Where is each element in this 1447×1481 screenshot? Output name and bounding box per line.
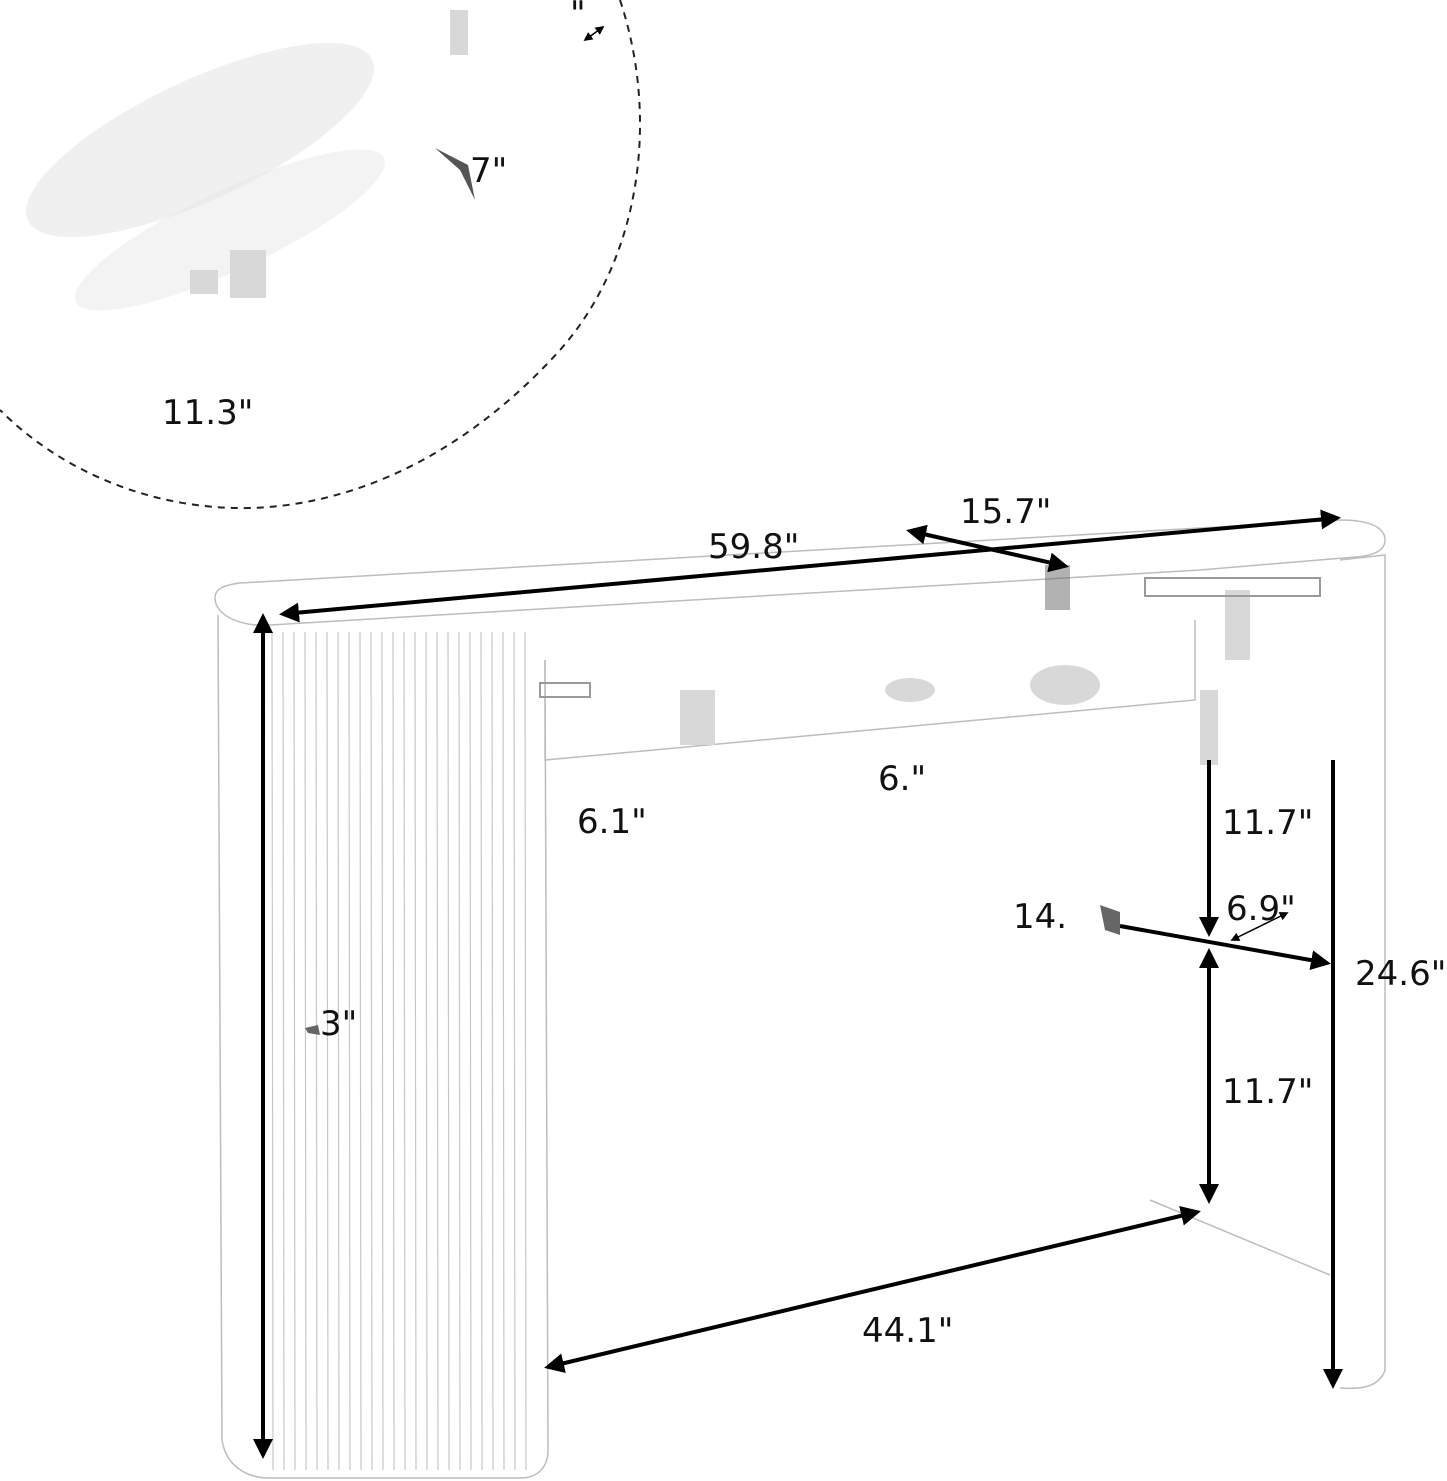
detail-speckle-texture xyxy=(25,10,468,311)
detail-label-depth: 11.3" xyxy=(162,393,253,433)
dim-line-top-depth xyxy=(906,524,1069,573)
dim-line-top-length xyxy=(279,509,1341,623)
label-shelf-length-partial: 14. xyxy=(1013,897,1067,937)
leg-flute-line xyxy=(480,631,483,1471)
leg-flute-line xyxy=(370,631,373,1471)
label-shelf-depth-left: 6.1" xyxy=(577,802,647,842)
label-base-length: 44.1" xyxy=(862,1311,953,1351)
leg-flute-line xyxy=(513,631,516,1471)
dimension-labels: 59.8" 15.7" 6.1" 6." 11.7" 11.7" 14. 6.9… xyxy=(320,492,1446,1351)
leg-flute-line xyxy=(414,631,417,1471)
right-panel-outline xyxy=(1339,554,1386,1390)
leg-flute-line xyxy=(458,631,461,1471)
leg-flute-line xyxy=(425,631,428,1471)
leg-flute-line xyxy=(282,631,285,1471)
detail-label-partial-top: " xyxy=(570,0,586,34)
leg-flute-line xyxy=(491,631,494,1471)
render-artifacts xyxy=(539,565,1321,765)
back-shelf-panel xyxy=(544,620,1196,761)
label-total-height-partial: 3" xyxy=(320,1004,357,1044)
leg-flute-line xyxy=(502,631,505,1471)
leg-flute-line xyxy=(326,631,329,1471)
label-top-depth: 15.7" xyxy=(960,492,1051,532)
dim-line-side-depth xyxy=(1230,912,1289,941)
leg-flute-line xyxy=(304,631,307,1471)
leg-flute-line xyxy=(447,631,450,1471)
shelf-blur-mark xyxy=(1100,905,1120,935)
leg-flute-line xyxy=(315,631,318,1471)
leg-flute-line xyxy=(436,631,439,1471)
label-side-height: 24.6" xyxy=(1355,954,1446,994)
leg-flute-line xyxy=(392,631,395,1471)
height-blur-mark xyxy=(305,1025,320,1035)
label-shelf-depth-mid: 6." xyxy=(878,759,926,799)
tabletop-outline xyxy=(214,519,1386,626)
leg-flute-line xyxy=(469,631,472,1471)
dimension-lines xyxy=(253,509,1343,1459)
leg-flute-line xyxy=(337,631,340,1471)
detail-view: " 7" 11.3" xyxy=(0,0,641,510)
leg-flute-line xyxy=(403,631,406,1471)
label-top-length: 59.8" xyxy=(708,527,799,567)
label-side-depth: 6.9" xyxy=(1226,889,1296,929)
dim-line-shelf-length xyxy=(1119,924,1331,971)
dim-line-base-length xyxy=(544,1205,1201,1374)
leg-flute-line xyxy=(381,631,384,1471)
leg-flute-line xyxy=(271,631,274,1471)
detail-label-partial-mid: 7" xyxy=(470,151,507,191)
base-edge xyxy=(1149,1199,1331,1276)
leg-flute-line xyxy=(348,631,351,1471)
detail-blur-mark xyxy=(435,148,475,200)
leg-flute-line xyxy=(524,631,527,1471)
leg-fluting xyxy=(271,631,527,1471)
leg-flute-line xyxy=(359,631,362,1471)
label-shelf-height-lower: 11.7" xyxy=(1222,1072,1313,1112)
leg-flute-line xyxy=(293,631,296,1471)
label-shelf-height-upper: 11.7" xyxy=(1222,803,1313,843)
detail-small-arrow xyxy=(583,25,605,42)
left-leg-outline xyxy=(217,614,549,1479)
